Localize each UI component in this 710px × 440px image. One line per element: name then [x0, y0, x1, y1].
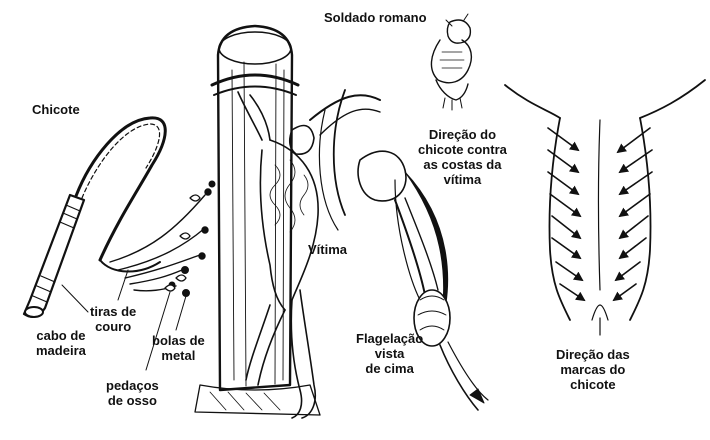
label-wooden-handle: cabo de madeira	[36, 328, 86, 358]
label-top-view: Flagelação vista de cima	[356, 331, 424, 376]
metal-ball	[198, 252, 206, 260]
leather-strap	[117, 227, 206, 271]
bone-piece	[179, 232, 191, 240]
metal-ball	[204, 188, 212, 196]
leather-strap	[129, 269, 183, 285]
bone-piece	[164, 284, 176, 292]
whip-drawing	[22, 116, 216, 319]
label-whip-direction: Direção do chicote contra as costas da v…	[418, 127, 507, 187]
label-victim: Vítima	[308, 242, 348, 257]
metal-ball	[182, 289, 190, 297]
leather-strap	[109, 194, 206, 263]
leather-strap	[124, 254, 201, 279]
metal-ball	[208, 180, 216, 188]
bone-piece	[175, 274, 187, 282]
whip-mark-arrows	[547, 127, 653, 302]
victim-drawing	[237, 91, 319, 419]
soldier-swing-drawing	[309, 89, 489, 411]
label-roman-soldier: Soldado romano	[324, 10, 427, 25]
label-whip: Chicote	[32, 102, 80, 117]
back-drawing	[504, 79, 706, 336]
label-marks-direction: Direção das marcas do chicote	[556, 347, 630, 392]
metal-ball	[181, 266, 189, 274]
leader-lines	[61, 269, 187, 371]
label-leather-straps: tiras de couro	[90, 304, 137, 334]
label-bone-pieces: pedaços de osso	[106, 378, 159, 408]
bone-piece	[189, 194, 201, 202]
post-drawing	[194, 24, 321, 416]
metal-ball	[201, 226, 209, 234]
label-metal-balls: bolas de metal	[152, 333, 205, 363]
roman-soldier-drawing	[430, 13, 473, 111]
